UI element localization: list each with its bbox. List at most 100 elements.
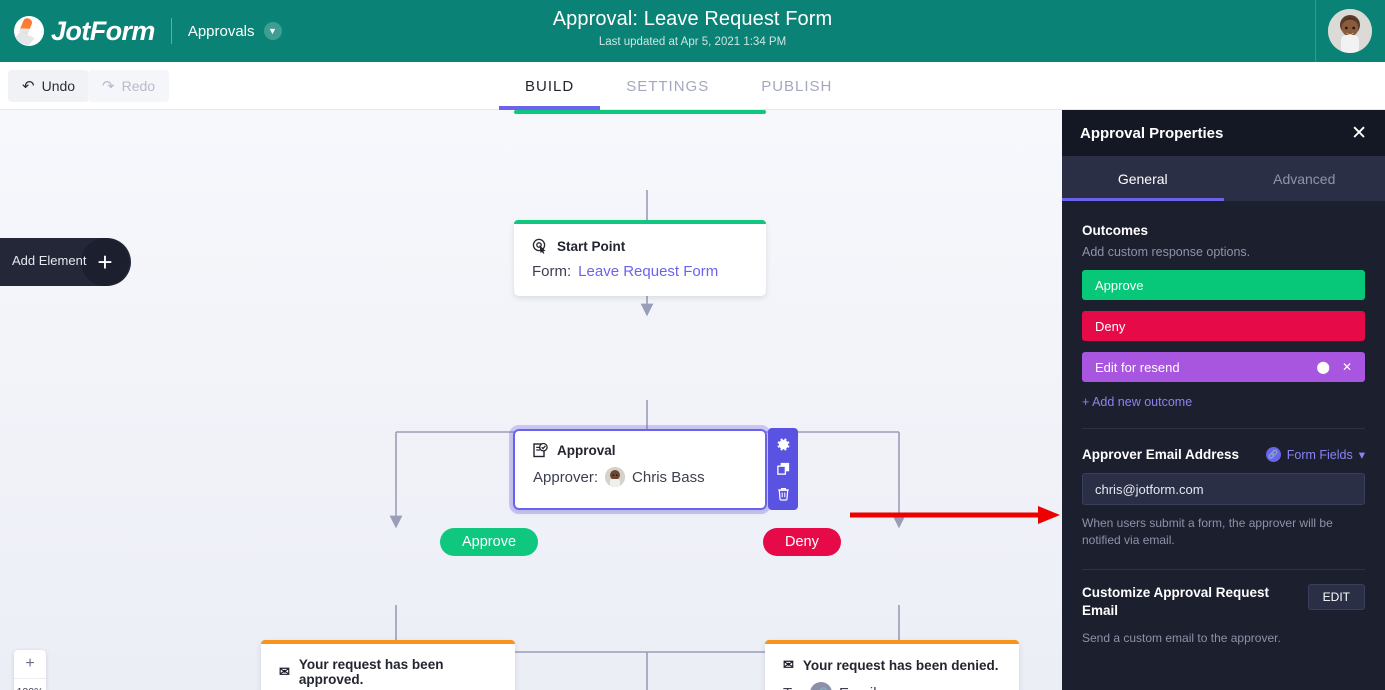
zoom-in-button[interactable]: + (25, 655, 35, 672)
chevron-down-icon[interactable]: ▼ (263, 22, 282, 40)
node-accent-bar (765, 640, 1019, 644)
color-drop-icon[interactable]: ⬤ (1316, 360, 1330, 374)
outcomes-subtitle: Add custom response options. (1082, 245, 1251, 259)
panel-divider-2 (1082, 568, 1365, 570)
node-approval[interactable]: Approval Approver: Chris Bass (509, 425, 771, 514)
node-start-point[interactable]: Start Point Form: Leave Request Form (514, 220, 766, 296)
approver-email-hint: When users submit a form, the approver w… (1082, 516, 1333, 548)
approval-clipboard-icon (533, 442, 548, 458)
node-title: Approval (557, 442, 616, 458)
approval-properties-panel: Approval Properties ✕ General Advanced O… (1062, 110, 1385, 690)
duplicate-icon[interactable] (774, 460, 792, 478)
tab-publish[interactable]: PUBLISH (761, 77, 833, 95)
add-element-label: Add Element (12, 253, 87, 268)
outcome-label: Edit for resend (1095, 359, 1180, 375)
panel-body: Outcomes Add custom response options. Ap… (1062, 201, 1385, 648)
edit-button[interactable]: EDIT (1307, 583, 1365, 610)
envelope-icon: ✉ (279, 664, 290, 679)
tab-general[interactable]: General (1062, 156, 1224, 201)
brand-group[interactable]: JotForm Approvals ▼ (0, 16, 282, 47)
customize-email-row: Customize Approval Request Email EDIT (1082, 583, 1365, 620)
node-field-value: Email (839, 685, 877, 690)
start-node-top-accent (514, 110, 766, 114)
redo-button[interactable]: ↷ Redo (88, 70, 170, 102)
node-field-label: Approver: (533, 468, 599, 486)
panel-title: Approval Properties (1080, 124, 1224, 142)
node-field-row: To: 🔗 Email (765, 673, 1019, 690)
start-point-icon (532, 238, 546, 254)
customize-email-hint: Send a custom email to the approver. (1082, 631, 1281, 646)
flow-connectors (389, 190, 906, 690)
top-header-bar: JotForm Approvals ▼ Approval: Leave Requ… (0, 0, 1385, 62)
outcome-label: Approve (1095, 277, 1144, 293)
node-field-row: Form: Leave Request Form (514, 254, 766, 296)
undo-arrow-icon: ↶ (22, 77, 35, 95)
node-title: Your request has been denied. (802, 657, 999, 673)
avatar-divider (1315, 0, 1316, 62)
jotform-logo-icon (14, 16, 44, 46)
close-icon[interactable]: ✕ (1351, 122, 1367, 144)
undo-label: Undo (41, 78, 76, 94)
envelope-icon: ✉ (783, 657, 794, 672)
redo-label: Redo (121, 78, 156, 94)
node-field-label: Form: (532, 263, 572, 280)
plus-icon[interactable]: + (81, 238, 129, 286)
trash-icon[interactable] (774, 485, 792, 503)
node-accent-bar (514, 220, 766, 224)
user-avatar-icon (605, 467, 626, 487)
user-avatar-icon (1328, 9, 1372, 53)
approver-email-header: Approver Email Address 🔗 Form Fields ▾ (1082, 447, 1365, 462)
editor-tabs: BUILD SETTINGS PUBLISH (499, 62, 858, 110)
copy-glyph (776, 463, 789, 476)
undo-button[interactable]: ↶ Undo (8, 70, 90, 102)
node-approver-name: Chris Bass (632, 468, 705, 486)
node-email-denied[interactable]: ✉ Your request has been denied. To: 🔗 Em… (765, 640, 1019, 690)
branch-label-deny[interactable]: Deny (763, 528, 841, 556)
node-email-approved[interactable]: ✉ Your request has been approved. To: 🔗 … (261, 640, 515, 690)
approver-email-label: Approver Email Address (1082, 447, 1240, 462)
node-field-row: Approver: Chris Bass (515, 458, 765, 499)
outcome-edit-for-resend[interactable]: Edit for resend ⬤ ✕ (1082, 352, 1365, 382)
add-new-outcome-link[interactable]: + Add new outcome (1082, 395, 1193, 409)
outcome-label: Deny (1095, 318, 1126, 334)
close-icon[interactable]: ✕ (1341, 360, 1352, 374)
link-icon: 🔗 (810, 682, 833, 690)
form-fields-dropdown[interactable]: 🔗 Form Fields ▾ (1265, 447, 1365, 462)
tab-build[interactable]: BUILD (499, 62, 601, 110)
node-field-label: To: (783, 685, 803, 690)
zoom-controls: + 100% − (14, 650, 46, 690)
panel-tabs: General Advanced (1062, 156, 1385, 201)
node-title: Start Point (557, 238, 626, 254)
customize-email-title: Customize Approval Request Email (1082, 584, 1270, 618)
panel-divider (1082, 428, 1365, 429)
redo-arrow-icon: ↷ (102, 77, 115, 95)
brand-wordmark: JotForm (51, 15, 155, 46)
add-element-button[interactable]: Add Element + (0, 238, 131, 286)
chevron-down-icon: ▾ (1358, 448, 1365, 462)
avatar[interactable] (1328, 9, 1372, 53)
settings-gear-icon[interactable] (774, 435, 792, 453)
node-title-row: ✉ Your request has been denied. (765, 644, 1019, 673)
header-section-label[interactable]: Approvals (187, 22, 255, 40)
header-divider (170, 18, 172, 44)
node-form-link[interactable]: Leave Request Form (578, 263, 719, 280)
approver-email-input[interactable]: chris@jotform.com (1082, 473, 1365, 505)
node-title-row: Start Point (514, 224, 766, 254)
tab-advanced[interactable]: Advanced (1273, 170, 1336, 187)
branch-label-approve[interactable]: Approve (440, 528, 539, 556)
zoom-level-label: 100% (14, 678, 46, 690)
link-badge-icon: 🔗 (1265, 447, 1281, 462)
trash-glyph (777, 488, 789, 501)
tab-settings[interactable]: SETTINGS (626, 77, 710, 95)
outcome-approve[interactable]: Approve (1082, 270, 1365, 300)
editor-toolbar: ↶ Undo ↷ Redo BUILD SETTINGS PUBLISH (0, 62, 1385, 110)
node-accent-bar (261, 640, 515, 644)
panel-header: Approval Properties ✕ (1062, 110, 1385, 156)
flow-canvas[interactable]: Start Point Form: Leave Request Form App… (0, 110, 1062, 690)
node-title: Your request has been approved. (298, 657, 444, 687)
node-toolbar (768, 428, 798, 510)
red-arrow-annotation (850, 506, 1060, 524)
outcome-deny[interactable]: Deny (1082, 311, 1365, 341)
gear-glyph (777, 438, 789, 451)
